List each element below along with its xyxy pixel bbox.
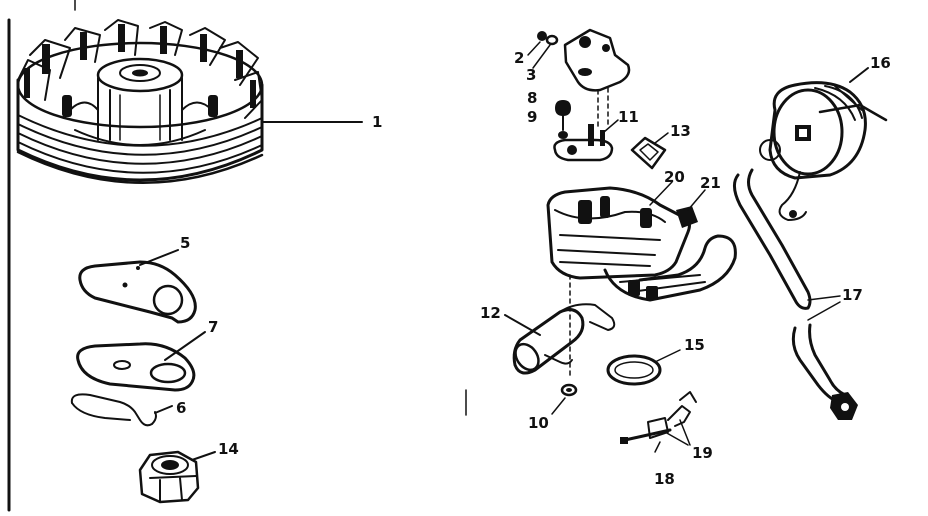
callout-10: 10: [528, 414, 549, 432]
callout-11: 11: [618, 108, 639, 126]
callout-7: 7: [208, 318, 218, 336]
breaker-arm-part[interactable]: [563, 28, 631, 129]
high-tension-lead-part[interactable]: [733, 168, 858, 420]
ignition-coil-part[interactable]: [759, 67, 888, 221]
callout-5: 5: [180, 234, 190, 252]
nut-part[interactable]: [138, 450, 216, 504]
stator-housing-part[interactable]: [546, 181, 737, 376]
felt-part[interactable]: [630, 132, 669, 170]
callout-6: 6: [176, 399, 186, 417]
callout-2: 2: [514, 49, 524, 67]
callout-17: 17: [842, 286, 863, 304]
flywheel-part[interactable]: [16, 19, 363, 184]
callout-19: 19: [692, 444, 713, 462]
callout-13: 13: [670, 122, 691, 140]
callout-20: 20: [664, 168, 685, 186]
gasket-part[interactable]: [76, 331, 206, 392]
callout-18: 18: [654, 470, 675, 488]
callout-15: 15: [684, 336, 705, 354]
breaker-screw-part[interactable]: [555, 100, 571, 139]
mounting-screw-part[interactable]: [620, 391, 697, 453]
contact-point-part[interactable]: [553, 119, 619, 162]
washer-part[interactable]: [551, 383, 578, 415]
callout-21: 21: [700, 174, 721, 192]
callout-14: 14: [218, 440, 239, 458]
seal-wire-part[interactable]: [70, 393, 173, 427]
o-ring-part[interactable]: [606, 349, 681, 386]
callout-9: 9: [527, 108, 537, 126]
callout-16: 16: [870, 54, 891, 72]
callout-3: 3: [526, 66, 536, 84]
callout-labels: 1 2 3 5 6 7 8 9 10 11 12 13 14 15 16 17 …: [176, 49, 891, 488]
callout-1: 1: [372, 113, 382, 131]
screw-washer-part[interactable]: [527, 31, 559, 69]
condenser-part[interactable]: [504, 303, 616, 375]
callout-8: 8: [527, 89, 537, 107]
callout-12: 12: [480, 304, 501, 322]
cover-plate-part[interactable]: [78, 249, 197, 324]
